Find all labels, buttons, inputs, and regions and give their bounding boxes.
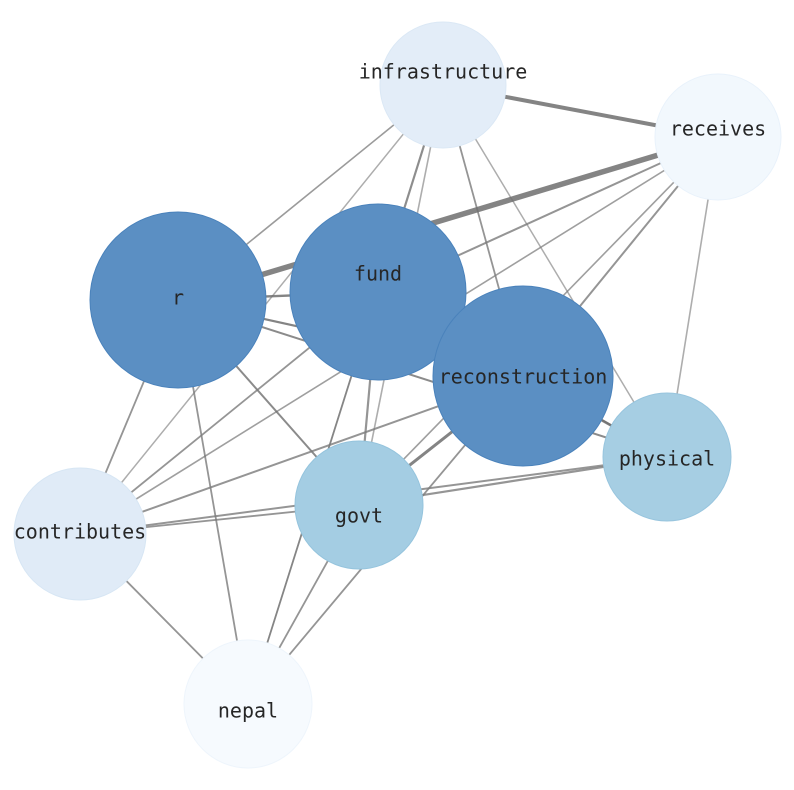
- graph-node-infrastructure[interactable]: [379, 21, 507, 149]
- graph-node-physical[interactable]: [602, 392, 732, 522]
- graph-node-govt[interactable]: [294, 440, 424, 570]
- graph-node-fund[interactable]: [289, 203, 467, 381]
- graph-node-contributes[interactable]: [13, 467, 147, 601]
- graph-node-nepal[interactable]: [183, 639, 313, 769]
- node-layer: [13, 21, 782, 769]
- graph-node-reconstruction[interactable]: [432, 285, 614, 467]
- edge-layer: [79, 83, 721, 705]
- graph-edge-receives-r: [175, 134, 721, 303]
- graph-node-r[interactable]: [89, 211, 267, 389]
- graph-edge-infrastructure-physical: [442, 84, 668, 458]
- graph-node-receives[interactable]: [654, 73, 782, 201]
